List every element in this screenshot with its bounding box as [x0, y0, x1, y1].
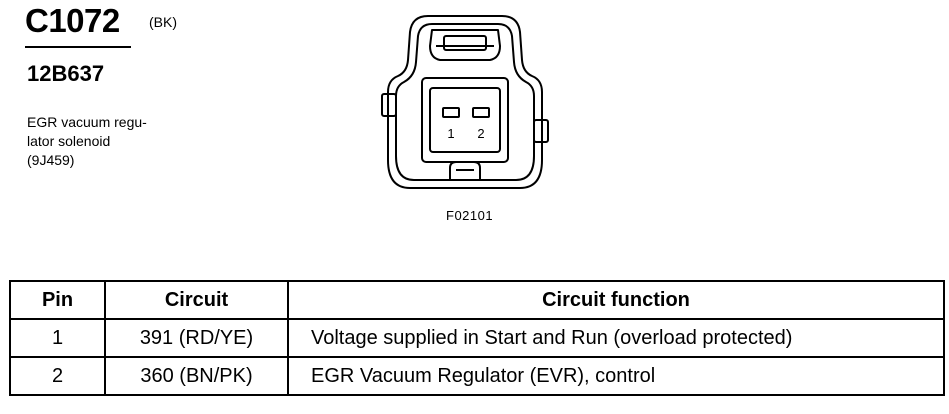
description-line: (9J459): [27, 152, 75, 168]
column-header-circuit-function: Circuit function: [287, 280, 945, 320]
part-number: 12B637: [27, 61, 105, 86]
table-header-row: Pin Circuit Circuit function: [9, 280, 945, 320]
pin-cell: 2: [9, 356, 106, 396]
figure-id: F02101: [446, 208, 494, 223]
pin-cell: 1: [9, 318, 106, 358]
locking-tab: [429, 29, 501, 61]
column-header-pin: Pin: [9, 280, 106, 320]
table-row: 2 360 (BN/PK) EGR Vacuum Regulator (EVR)…: [9, 356, 945, 396]
left-side-key: [381, 93, 397, 117]
pin-cavity-block: [421, 77, 509, 163]
component-description: EGR vacuum regu- lator solenoid (9J459): [27, 113, 147, 170]
locking-tab-slot: [443, 35, 487, 51]
circuit-cell: 360 (BN/PK): [104, 356, 289, 396]
connector-inner-outline: [395, 23, 535, 181]
bottom-latch: [449, 161, 481, 180]
right-side-key: [533, 119, 549, 143]
title-underline: [25, 46, 131, 48]
pin-circuit-table: Pin Circuit Circuit function 1 391 (RD/Y…: [9, 280, 945, 396]
pin-cavity-inner: [429, 87, 501, 153]
connector-color-code: (BK): [149, 14, 177, 30]
connector-housing-outline: [387, 15, 543, 189]
description-line: lator solenoid: [27, 133, 111, 149]
pin-2-terminal: [472, 107, 490, 118]
circuit-function-cell: EGR Vacuum Regulator (EVR), control: [287, 356, 945, 396]
description-line: EGR vacuum regu-: [27, 114, 147, 130]
connector-face-diagram: 1 2: [381, 15, 549, 189]
connector-id: C1072: [25, 2, 120, 39]
pin-2-label: 2: [477, 126, 484, 141]
table-row: 1 391 (RD/YE) Voltage supplied in Start …: [9, 318, 945, 358]
pin-1-label: 1: [447, 126, 454, 141]
column-header-circuit: Circuit: [104, 280, 289, 320]
circuit-function-cell: Voltage supplied in Start and Run (overl…: [287, 318, 945, 358]
pin-1-terminal: [442, 107, 460, 118]
circuit-cell: 391 (RD/YE): [104, 318, 289, 358]
